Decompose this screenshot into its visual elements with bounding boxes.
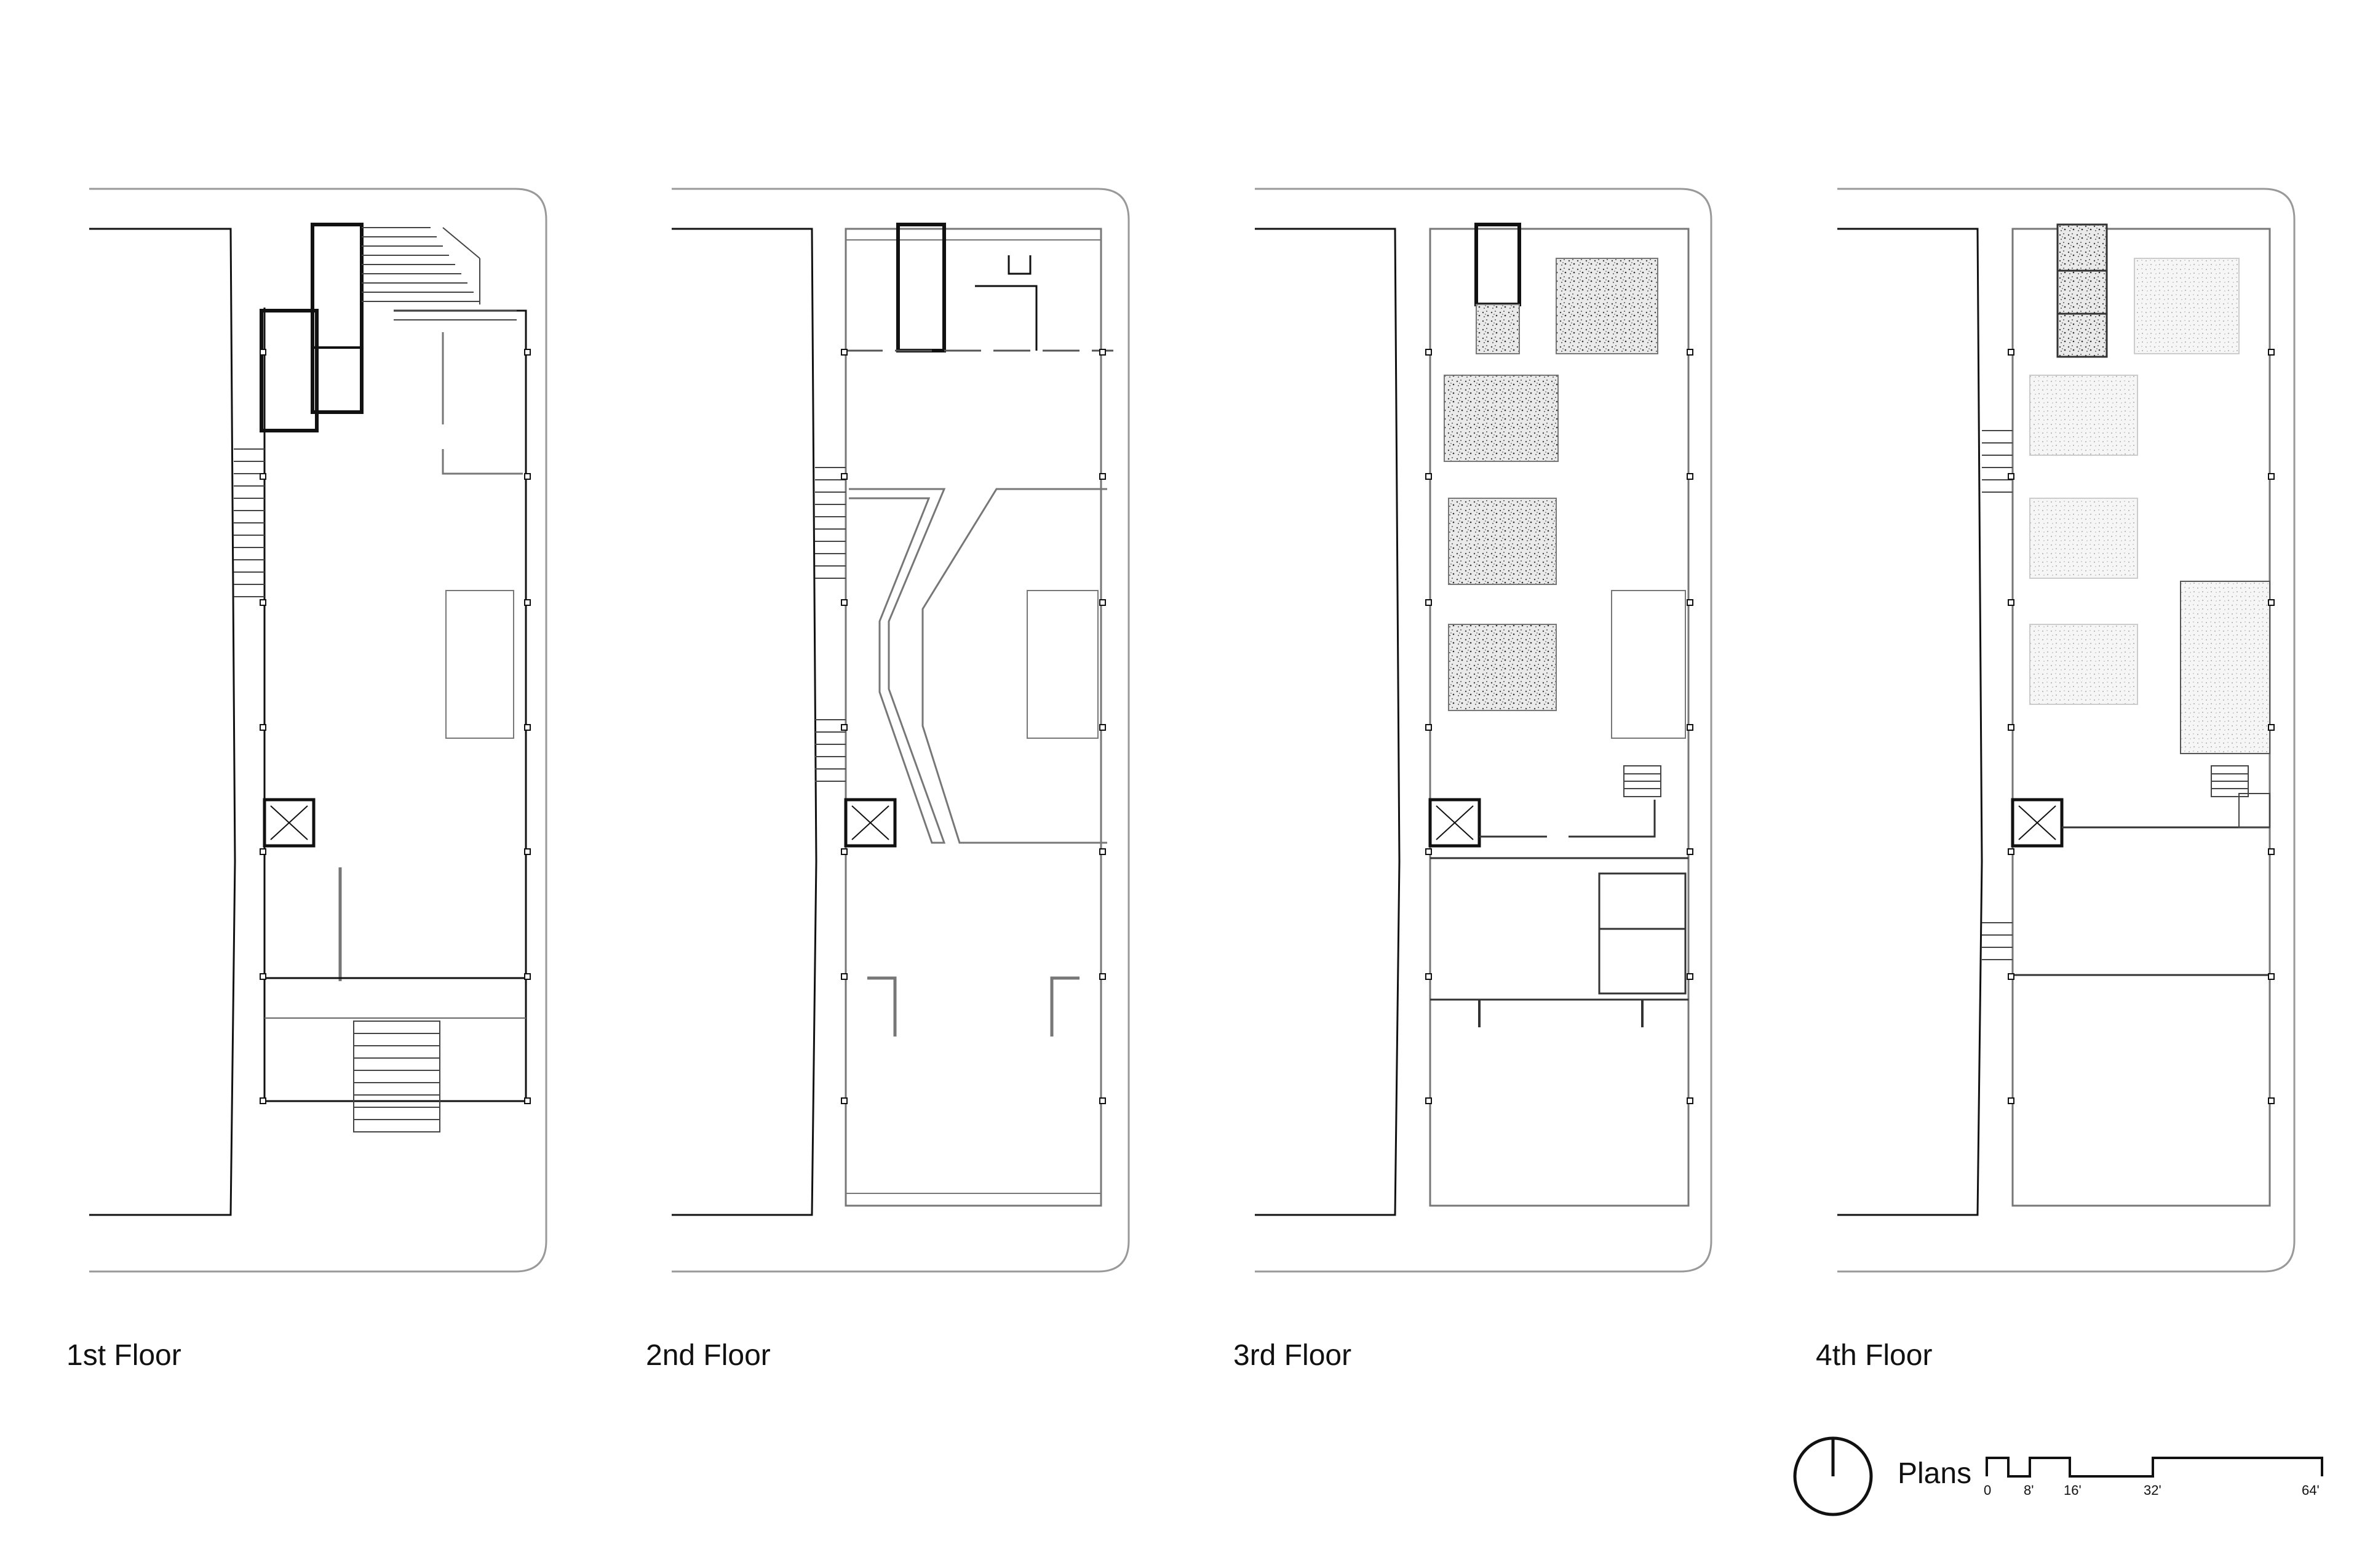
west-stairs (1982, 430, 2013, 960)
gallery-block (1611, 590, 1686, 739)
textured-planter (2029, 375, 2138, 456)
elevator-icon (844, 798, 897, 848)
south-stairs (353, 1021, 440, 1132)
column-grid (1425, 349, 1693, 1104)
lot-boundary (1255, 188, 1712, 1273)
textured-planter (1476, 304, 1520, 354)
textured-planter (2029, 498, 2138, 579)
stair-flight (2211, 765, 2270, 828)
scale-bar (1986, 1457, 2323, 1478)
textured-planter (1444, 375, 1559, 462)
neighbour-wall (89, 228, 236, 1216)
neighbour-wall (1837, 228, 1983, 1216)
textured-planter (1556, 258, 1658, 354)
elevator-icon (263, 798, 316, 848)
scale-tick-64: 64' (2302, 1482, 2320, 1498)
textured-planter (1448, 624, 1557, 711)
plan-2nd-floor (672, 188, 1130, 1273)
legend-title: Plans (1898, 1457, 1972, 1490)
building-outline (1429, 228, 1690, 1207)
restroom-block (260, 309, 319, 432)
gallery-block (1027, 590, 1099, 739)
column-grid (2008, 349, 2275, 1104)
textured-planter (1448, 498, 1557, 585)
planter-textures (2029, 258, 2270, 754)
skylights (2056, 223, 2108, 358)
column-grid (841, 349, 1106, 1104)
floor-label-2: 2nd Floor (646, 1339, 771, 1372)
plan-4th-floor (1837, 188, 2296, 1273)
gallery-block (445, 590, 514, 739)
west-stairs (815, 467, 846, 782)
building-outline (845, 228, 1102, 1207)
lot-boundary (672, 188, 1130, 1273)
textured-planter (2180, 581, 2270, 754)
floor-label-3: 3rd Floor (1233, 1339, 1352, 1372)
stair-flight (1623, 765, 1661, 797)
textured-planter (2134, 258, 2240, 354)
plan-3rd-floor (1255, 188, 1712, 1273)
building-outline (263, 308, 527, 1102)
floor-label-1: 1st Floor (66, 1339, 181, 1372)
scale-tick-16: 16' (2064, 1482, 2082, 1498)
floor-label-4: 4th Floor (1816, 1339, 1933, 1372)
neighbour-wall (1255, 228, 1401, 1216)
building-outline (2011, 228, 2271, 1207)
stair-core (311, 223, 364, 414)
stair-core (1474, 223, 1521, 306)
plan-1st-floor (89, 188, 547, 1273)
lot-boundary (89, 188, 547, 1273)
stair-core (896, 223, 946, 352)
planter-textures (1444, 258, 1658, 711)
lot-boundary (1837, 188, 2296, 1273)
scale-tick-32: 32' (2144, 1482, 2161, 1498)
scale-tick-0: 0 (1984, 1482, 1992, 1498)
elevator-icon (2011, 798, 2064, 848)
column-grid (260, 349, 531, 1104)
elevator-icon (1428, 798, 1481, 848)
top-stairs (362, 227, 517, 320)
west-stairs (234, 448, 264, 597)
restroom (1598, 872, 1687, 995)
textured-planter (2029, 624, 2138, 705)
scale-tick-8: 8' (2024, 1482, 2034, 1498)
north-arrow-icon (1793, 1436, 1873, 1516)
neighbour-wall (672, 228, 817, 1216)
